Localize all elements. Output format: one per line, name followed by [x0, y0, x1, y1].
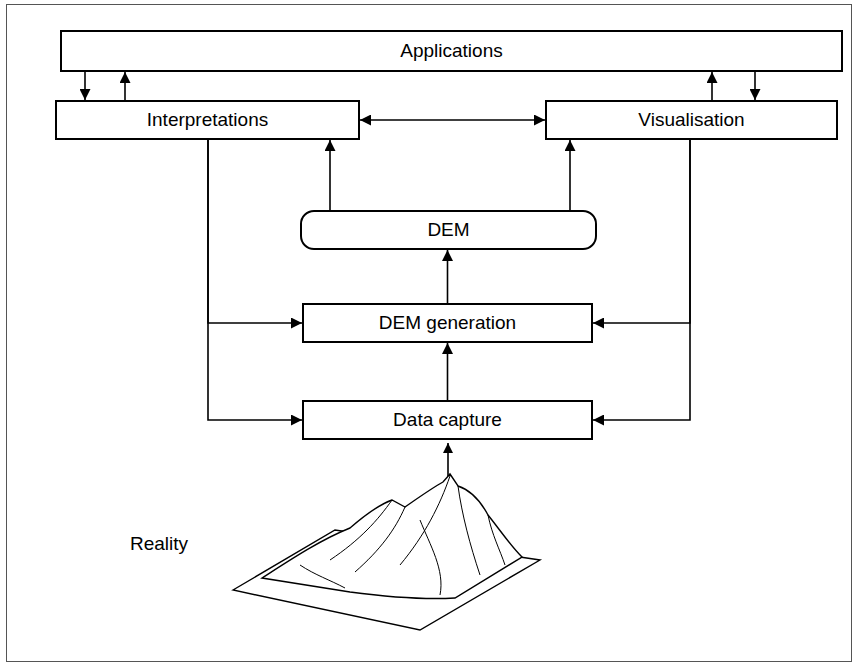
visualisation-box: Visualisation	[545, 100, 838, 140]
node-label: Interpretations	[147, 109, 268, 132]
flow-arrow	[447, 343, 449, 400]
dem-box: DEM	[300, 210, 597, 250]
flow-arrow	[124, 72, 126, 100]
ridge-lines	[300, 476, 505, 595]
flow-arrow	[447, 250, 449, 303]
mountain-outline	[262, 474, 522, 599]
flow-arrow	[593, 140, 690, 420]
capture-arrow	[447, 443, 449, 478]
node-label: DEM	[427, 219, 469, 242]
flow-arrow	[208, 140, 302, 420]
terrain-label: Reality	[130, 533, 188, 555]
flow-arrow	[329, 140, 331, 210]
process-box: DEM generation	[302, 303, 593, 343]
flow-arrow	[754, 72, 756, 100]
node-label: DEM generation	[379, 312, 516, 335]
application-box: Applications	[60, 30, 843, 72]
process-box: Data capture	[302, 400, 593, 440]
node-label: Visualisation	[638, 109, 744, 132]
flow-arrow	[569, 140, 571, 210]
interpretation-box: Interpretations	[55, 100, 360, 140]
node-label: Data capture	[393, 409, 502, 432]
flow-arrow	[84, 72, 86, 100]
node-label: Applications	[400, 40, 502, 63]
flow-arrow	[593, 140, 690, 323]
flow-arrow	[360, 119, 545, 121]
flow-arrow	[711, 72, 713, 100]
flow-arrow	[208, 140, 302, 323]
